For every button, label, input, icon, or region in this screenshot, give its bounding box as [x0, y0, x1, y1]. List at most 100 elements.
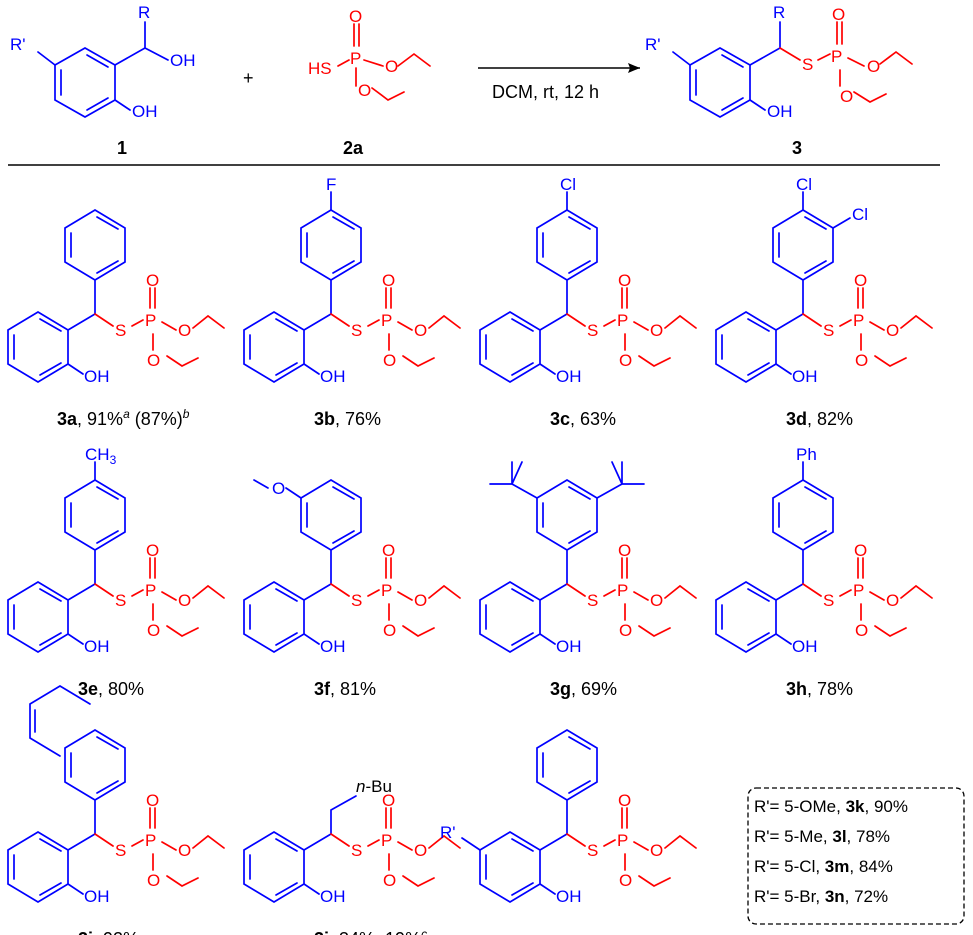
phenol-ring	[715, 581, 777, 653]
rprime-bond	[461, 837, 481, 851]
phenol-ring	[715, 311, 777, 383]
reagent-2a-structure: O P HS O O	[308, 7, 431, 101]
label-3: 3	[792, 138, 802, 158]
ester-o-2: O	[147, 351, 160, 370]
phosphorus-p: P	[381, 311, 392, 330]
phenol-oh: OH	[320, 637, 346, 656]
reactant-1-Rprime: R'	[10, 35, 26, 54]
product-3j: OHn-BuSPOOO3j, 34%, 19%c	[243, 777, 461, 935]
ester-o-2: O	[619, 621, 632, 640]
product-3-structure: R R' OH S P O O O	[645, 3, 913, 121]
phenol-ring-double-bonds	[485, 838, 534, 896]
reactant-1-R: R	[138, 3, 150, 22]
ester-o-2: O	[855, 621, 868, 640]
reaction-arrow	[478, 63, 640, 73]
box-row-3l: R'= 5-Me, 3l, 78%	[754, 827, 890, 846]
thio-s: S	[823, 591, 834, 610]
phosphoryl-o: O	[618, 271, 631, 290]
phosphorus-p: P	[853, 581, 864, 600]
box-row-3k: R'= 5-OMe, 3k, 90%	[754, 797, 908, 816]
phenol-ring	[243, 311, 305, 383]
thiophosphate-bonds	[94, 807, 225, 887]
thio-s: S	[823, 321, 834, 340]
reagent-2a-o-ester2: O	[358, 81, 371, 100]
phenol-ring-double-bonds	[13, 838, 62, 896]
phosphoryl-o: O	[146, 271, 159, 290]
ester-o-1: O	[886, 321, 899, 340]
phosphoryl-o: O	[146, 791, 159, 810]
label-2a: 2a	[343, 138, 364, 158]
reactant-1-oh-benzylic: OH	[170, 51, 196, 70]
ester-o-1: O	[414, 321, 427, 340]
thio-s: S	[115, 591, 126, 610]
reagent-2a-o-ester1: O	[385, 57, 398, 76]
phenol-bonds	[539, 833, 568, 895]
phenol-bonds	[775, 313, 804, 375]
ester-o-1: O	[650, 591, 663, 610]
label-3f: 3f, 81%	[314, 679, 376, 699]
phenol-oh: OH	[556, 637, 582, 656]
label-3a: 3a, 91%a (87%)b	[57, 407, 190, 429]
thiophosphate-bonds	[566, 807, 697, 887]
phenol-ring-double-bonds	[13, 588, 62, 646]
plus-sign: +	[243, 68, 254, 88]
box-row-3m: R'= 5-Cl, 3m, 84%	[754, 857, 893, 876]
aryl-ring	[772, 209, 834, 315]
aryl-ring-double-bonds	[542, 736, 591, 794]
phenol-ring	[7, 311, 69, 383]
thiophosphate-bonds	[94, 557, 225, 637]
phenol-ring-double-bonds	[485, 588, 534, 646]
phenol-oh: OH	[792, 367, 818, 386]
phosphoryl-o: O	[618, 791, 631, 810]
phenol-bonds	[303, 833, 332, 895]
product-3-p: P	[831, 47, 842, 66]
phenol-ring	[243, 831, 305, 903]
phosphorus-p: P	[145, 311, 156, 330]
ester-o-2: O	[619, 351, 632, 370]
aryl-ring	[64, 209, 126, 315]
thiophosphate-bonds	[802, 287, 933, 367]
ester-o-1: O	[178, 321, 191, 340]
phenol-oh: OH	[84, 887, 110, 906]
phenol-oh: OH	[320, 887, 346, 906]
aryl-ring	[536, 209, 598, 315]
ester-o-2: O	[619, 871, 632, 890]
ester-o-2: O	[383, 871, 396, 890]
aryl-ring	[300, 209, 362, 315]
aryl-ring-double-bonds	[778, 486, 827, 544]
reactant-1-structure: R R' OH OH	[10, 3, 196, 121]
thio-s: S	[351, 321, 362, 340]
phosphoryl-o: O	[382, 541, 395, 560]
butyl-chain	[330, 795, 357, 835]
meta-chloro: Cl	[852, 205, 868, 224]
phenol-bonds	[303, 583, 332, 645]
aryl-ring-double-bonds	[70, 216, 119, 274]
para-chloro: Cl	[796, 175, 812, 194]
product-3-oh: OH	[767, 102, 793, 121]
ester-o-1: O	[414, 591, 427, 610]
phosphoryl-o: O	[146, 541, 159, 560]
thiophosphate-bonds	[330, 807, 461, 887]
aryl-ring	[536, 479, 598, 585]
thiophosphate-bonds	[802, 557, 933, 637]
ester-o-2: O	[147, 871, 160, 890]
ester-o-2: O	[147, 621, 160, 640]
aryl-ring-double-bonds	[542, 486, 591, 544]
product-3-o-ester1: O	[867, 57, 880, 76]
reagent-2a-o-double: O	[349, 7, 362, 26]
rprime-label: R'	[440, 823, 456, 842]
thiophosphate-bonds	[566, 287, 697, 367]
phenol-ring	[243, 581, 305, 653]
phenol-bonds	[539, 313, 568, 375]
thio-s: S	[351, 591, 362, 610]
phosphorus-p: P	[617, 831, 628, 850]
phosphorus-p: P	[853, 311, 864, 330]
thio-s: S	[587, 591, 598, 610]
phenol-oh: OH	[84, 637, 110, 656]
para-substituent: F	[326, 175, 336, 194]
